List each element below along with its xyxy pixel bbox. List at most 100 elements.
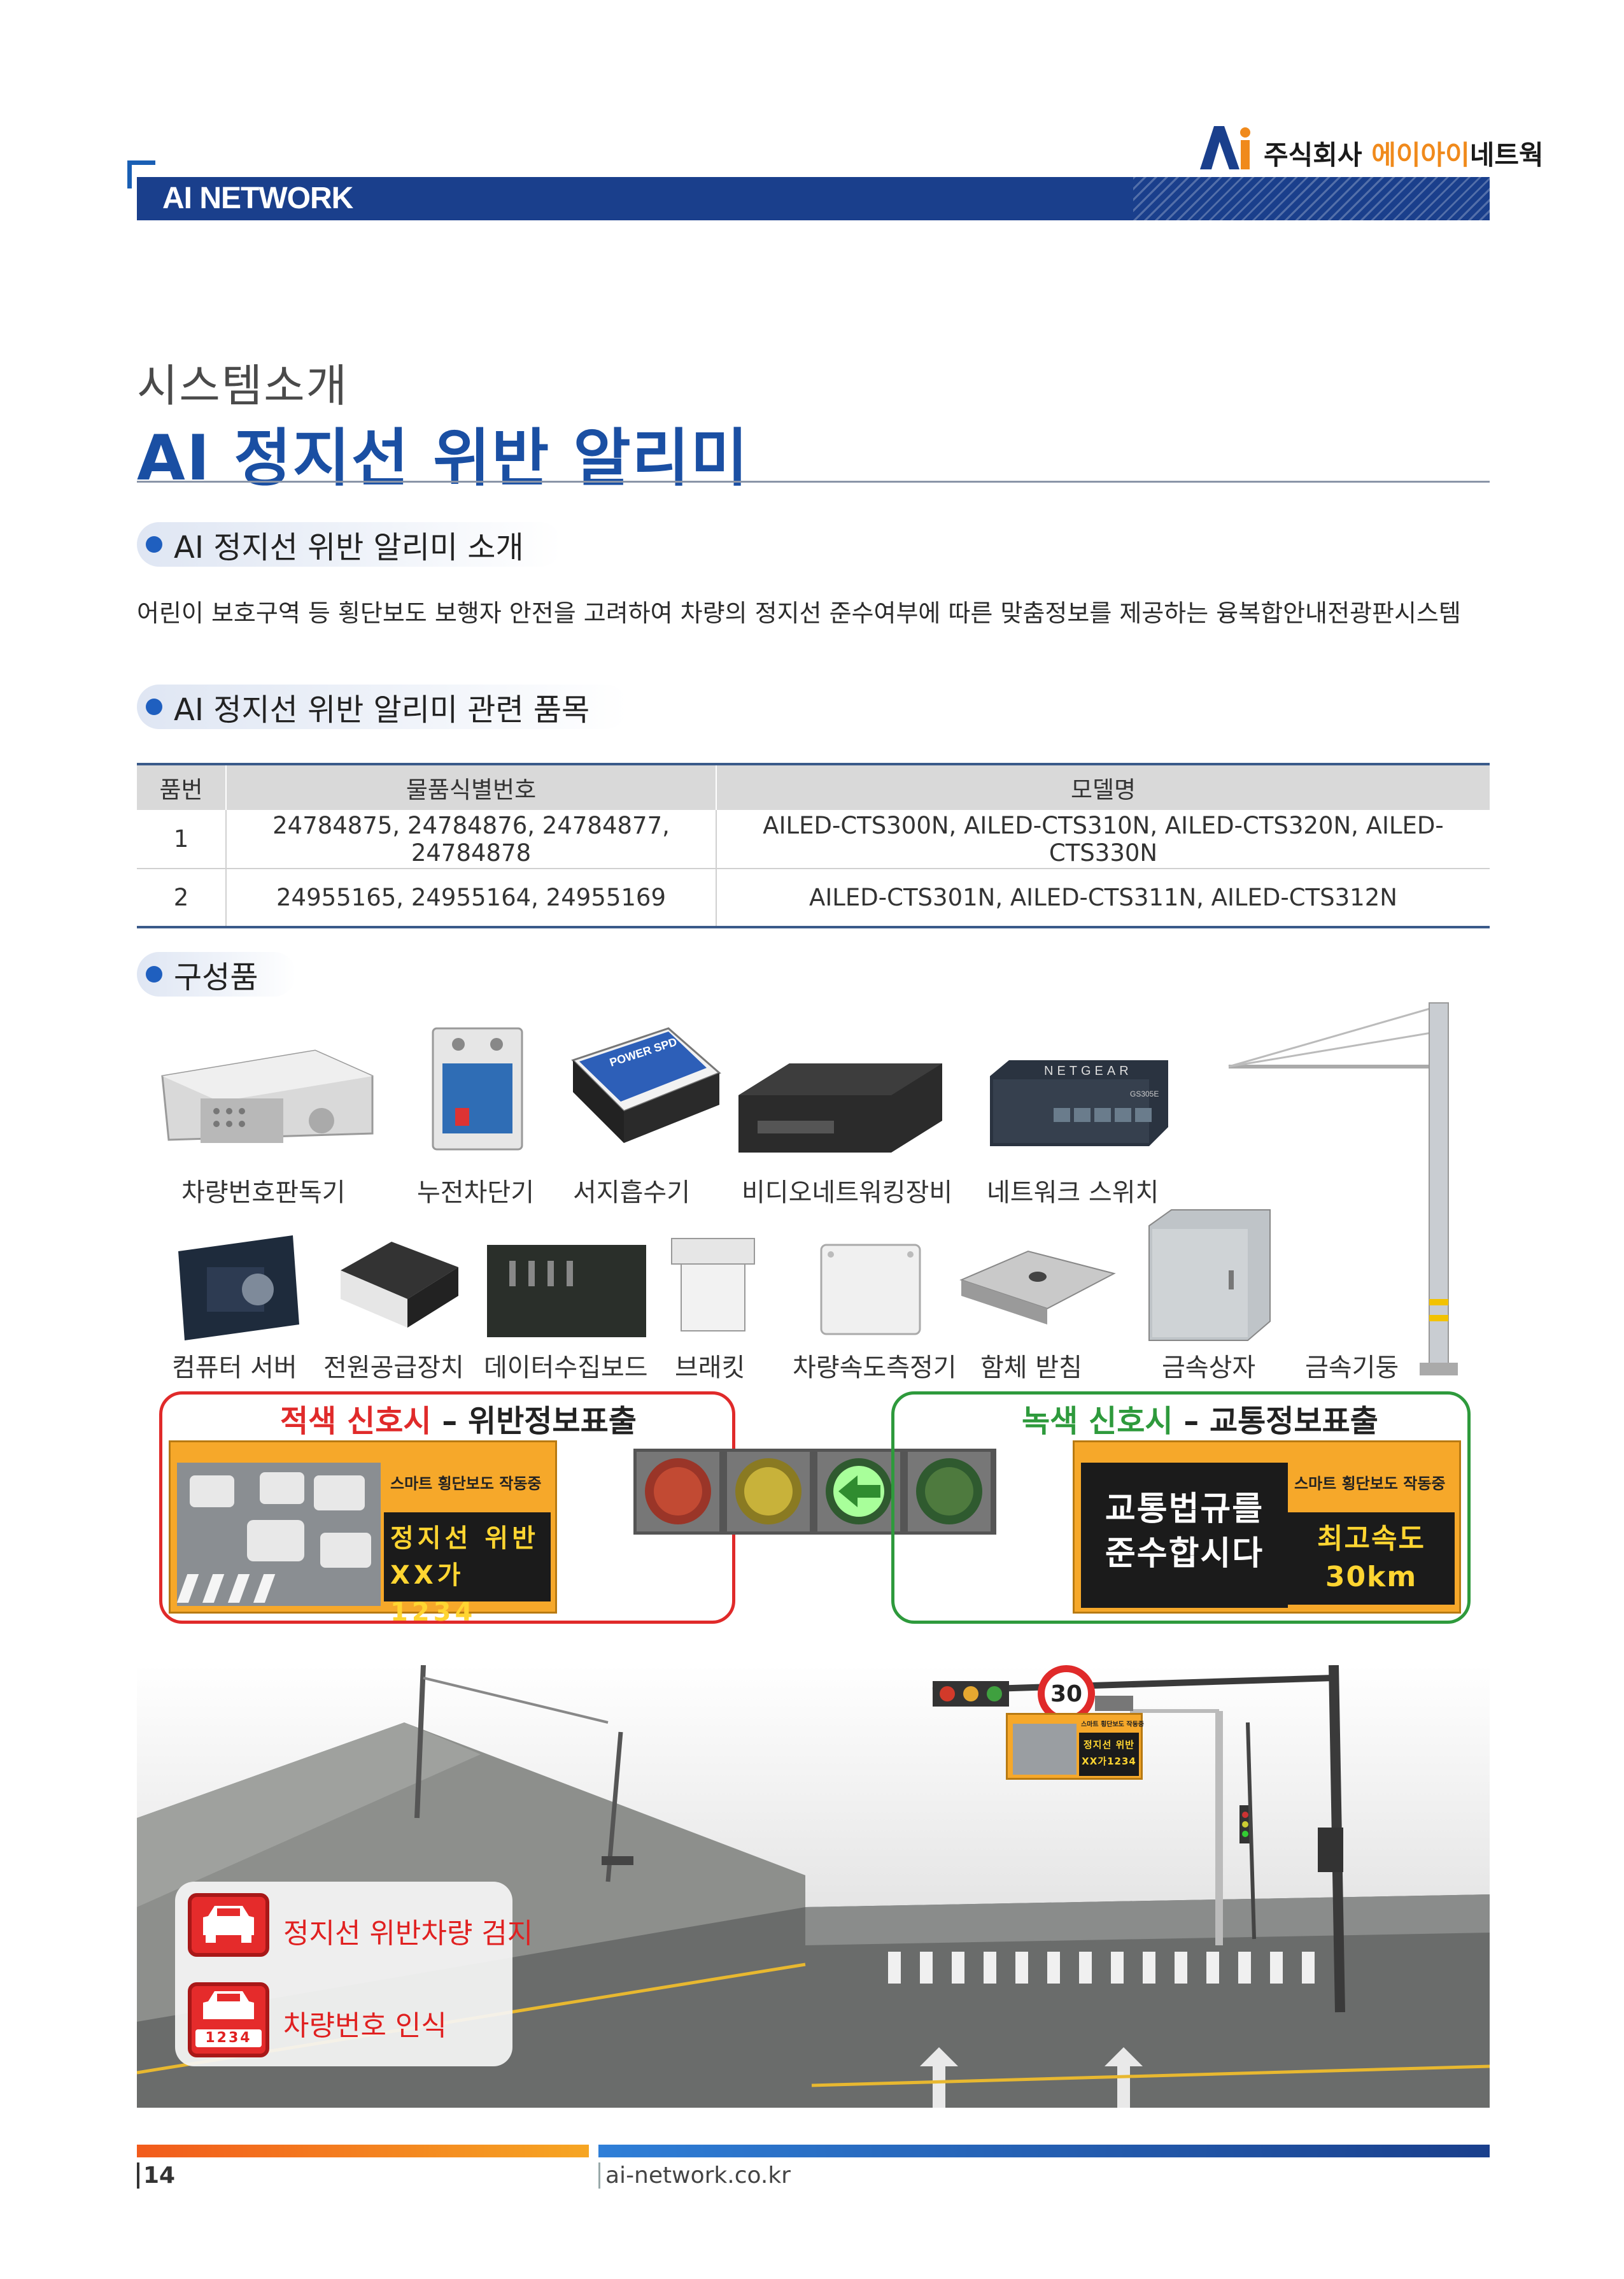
vms-header: 스마트 횡단보도 작동중 [1294,1475,1446,1493]
component-label: 누전차단기 [417,1178,534,1207]
col-header: 품번 [137,763,227,810]
table-cell: AILED-CTS301N, AILED-CTS311N, AILED-CTS3… [716,869,1490,928]
mini-vms-header: 스마트 횡단보도 작동중 [1081,1721,1144,1728]
components-heading: 구성품 [137,952,297,997]
surge-protector-image: POWER SPD [571,1027,721,1143]
metal-cabinet-image [1148,1209,1271,1341]
component-label: 브래킷 [675,1353,745,1382]
component-label: 차량번호판독기 [181,1178,346,1207]
col-header: 물품식별번호 [226,763,717,810]
mini-vms-camera-view [1013,1724,1077,1775]
netgear-label: NETGEAR [1044,1064,1133,1078]
rules-line1: 교통법규를 [1105,1490,1264,1528]
table-header-row: 품번 물품식별번호 모델명 [137,763,1490,810]
scene-legend: 정지선 위반차량 검지 1234 차량번호 인식 [175,1882,533,2066]
power-supply-image [341,1242,458,1328]
page-number: 14 [137,2162,175,2189]
products-heading: AI 정지선 위반 알리미 관련 품목 [137,685,628,729]
traffic-info-vms-board: 교통법규를 준수합시다 스마트 횡단보도 작동중 최고속도 30km [1073,1440,1461,1614]
car-icon [203,1906,254,1943]
company-prefix: 주식회사 [1264,139,1362,171]
banner-corner-mark [127,160,155,188]
banner-stripes [1133,177,1490,220]
component-label: 데이터수집보드 [484,1353,648,1382]
company-name: 주식회사 에이아이네트웍 [1264,134,1544,173]
table-cell: 24955165, 24955164, 24955169 [226,869,717,928]
component-label: 전원공급장치 [323,1353,464,1382]
component-label: 금속기둥 [1305,1353,1399,1382]
scene-mini-vms: 스마트 횡단보도 작동중 정지선 위반 XX가1234 [1006,1713,1144,1780]
metal-pole-image [1228,1002,1458,1375]
table-cell: 1 [137,810,227,869]
red-signal-label: 적색 신호시 [280,1403,432,1439]
video-networking-device-image [738,1063,942,1153]
title-divider [137,481,1490,483]
green-signal-label: 녹색 신호시 [1022,1403,1173,1439]
component-label: 함체 받침 [980,1353,1082,1382]
footer-bar-blue [598,2145,1490,2157]
table-cell: AILED-CTS300N, AILED-CTS310N, AILED-CTS3… [716,810,1490,869]
header-banner: AI NETWORK [137,177,1490,220]
table-row: 2 24955165, 24955164, 24955169 AILED-CTS… [137,869,1490,928]
speed-line2: 30km [1325,1561,1418,1593]
car-plate-icon [203,1991,254,2019]
switch-model-label: GS305E [1130,1090,1159,1098]
mini-line1: 정지선 위반 [1083,1739,1135,1750]
red-signal-desc: – 위반정보표출 [431,1403,637,1439]
green-signal-panel [891,1391,1471,1624]
col-header: 모델명 [716,763,1490,810]
legend-violation-label: 정지선 위반차량 검지 [283,1917,533,1950]
legend-plate-label: 차량번호 인식 [283,2010,447,2042]
section-subtitle: 시스템소개 [137,360,348,412]
intro-heading-text: AI 정지선 위반 알리미 소개 [174,530,524,565]
footer-url: ai-network.co.kr [598,2162,791,2189]
violation-led-display: 정지선 위반 XX가1234 [384,1512,551,1627]
components-heading-text: 구성품 [174,960,258,995]
violation-vms-board: 스마트 횡단보도 작동중 정지선 위반 XX가1234 [169,1440,557,1627]
bullet-icon [146,536,162,553]
data-collection-board-image [487,1245,646,1337]
intro-text: 어린이 보호구역 등 횡단보도 보행자 안전을 고려하여 차량의 정지선 준수여… [137,599,1461,627]
violation-line1: 정지선 위반 [390,1524,539,1553]
vms-header: 스마트 횡단보도 작동중 [390,1475,542,1493]
component-label: 비디오네트워킹장비 [742,1178,953,1207]
speed-line1: 최고속도 [1317,1523,1425,1555]
traffic-signal-image [633,1449,996,1535]
bracket-image [671,1238,755,1331]
products-table: 품번 물품식별번호 모델명 1 24784875, 24784876, 2478… [137,763,1490,928]
mini-vms-display: 정지선 위반 XX가1234 [1079,1733,1139,1776]
red-signal-title: 적색 신호시 – 위반정보표출 [280,1396,637,1440]
component-label: 컴퓨터 서버 [172,1353,297,1382]
speed-sensor-image [820,1244,921,1335]
intro-heading: AI 정지선 위반 알리미 소개 [137,522,562,567]
green-signal-title: 녹색 신호시 – 교통정보표출 [1022,1396,1378,1440]
company-logo [1200,126,1250,169]
table-row: 1 24784875, 24784876, 24784877, 24784878… [137,810,1490,869]
enclosure-stand-image [959,1250,1116,1324]
products-heading-text: AI 정지선 위반 알리미 관련 품목 [174,692,590,728]
violation-camera-image [177,1463,381,1606]
company-accent: 에이아이 [1371,139,1470,171]
banner-text: AI NETWORK [162,181,353,215]
rules-line2: 준수합시다 [1105,1535,1264,1573]
network-switch-image: NETGEAR GS305E [990,1060,1168,1146]
vehicle-detect-icon [188,1893,269,1957]
plate-recognition-icon: 1234 [188,1982,269,2057]
bullet-icon [146,699,162,715]
company-suffix: 네트웍 [1469,139,1544,171]
speed-led-display: 최고속도 30km [1288,1512,1455,1605]
table-cell: 2 [137,869,227,928]
computer-server-image [178,1235,299,1340]
plate-number: 1234 [195,2029,262,2047]
component-label: 서지흡수기 [573,1178,690,1207]
table-cell: 24784875, 24784876, 24784877, 24784878 [226,810,717,869]
mini-line2: XX가1234 [1082,1756,1136,1767]
footer-bar-orange [137,2145,589,2157]
component-label: 차량속도측정기 [793,1353,957,1382]
green-signal-desc: – 교통정보표출 [1173,1403,1378,1439]
circuit-breaker-image [432,1027,523,1151]
rules-led-display: 교통법규를 준수합시다 [1081,1463,1288,1608]
bullet-icon [146,966,162,983]
page-title: AI 정지선 위반 알리미 [137,422,749,495]
component-label: 금속상자 [1162,1353,1256,1382]
